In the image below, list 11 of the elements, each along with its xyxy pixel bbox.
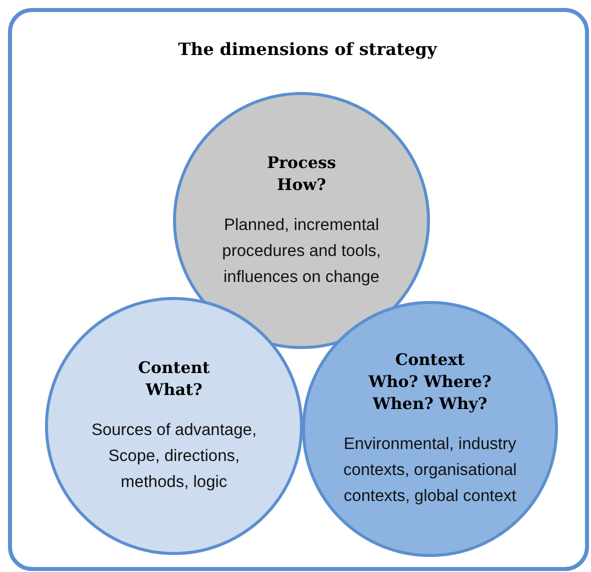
circle-heading: Content [137,357,211,379]
circle-description: Planned, incremental procedures and tools, influences on change [221,214,382,288]
circle-question: What? [144,379,204,401]
circle-description: Environmental, industry contexts, organisational contexts, global context [342,434,518,507]
circle-heading: Process [266,152,338,174]
circle-question: How? [276,174,327,196]
circle-heading: Context [394,349,466,371]
circle-description: Sources of advantage, Scope, directions, methods, logic [90,420,258,493]
frame-heading: The dimensions of strategy [177,40,438,60]
frame-panel [8,8,589,571]
circle-question: Who? Where? When? Why? [367,371,492,415]
